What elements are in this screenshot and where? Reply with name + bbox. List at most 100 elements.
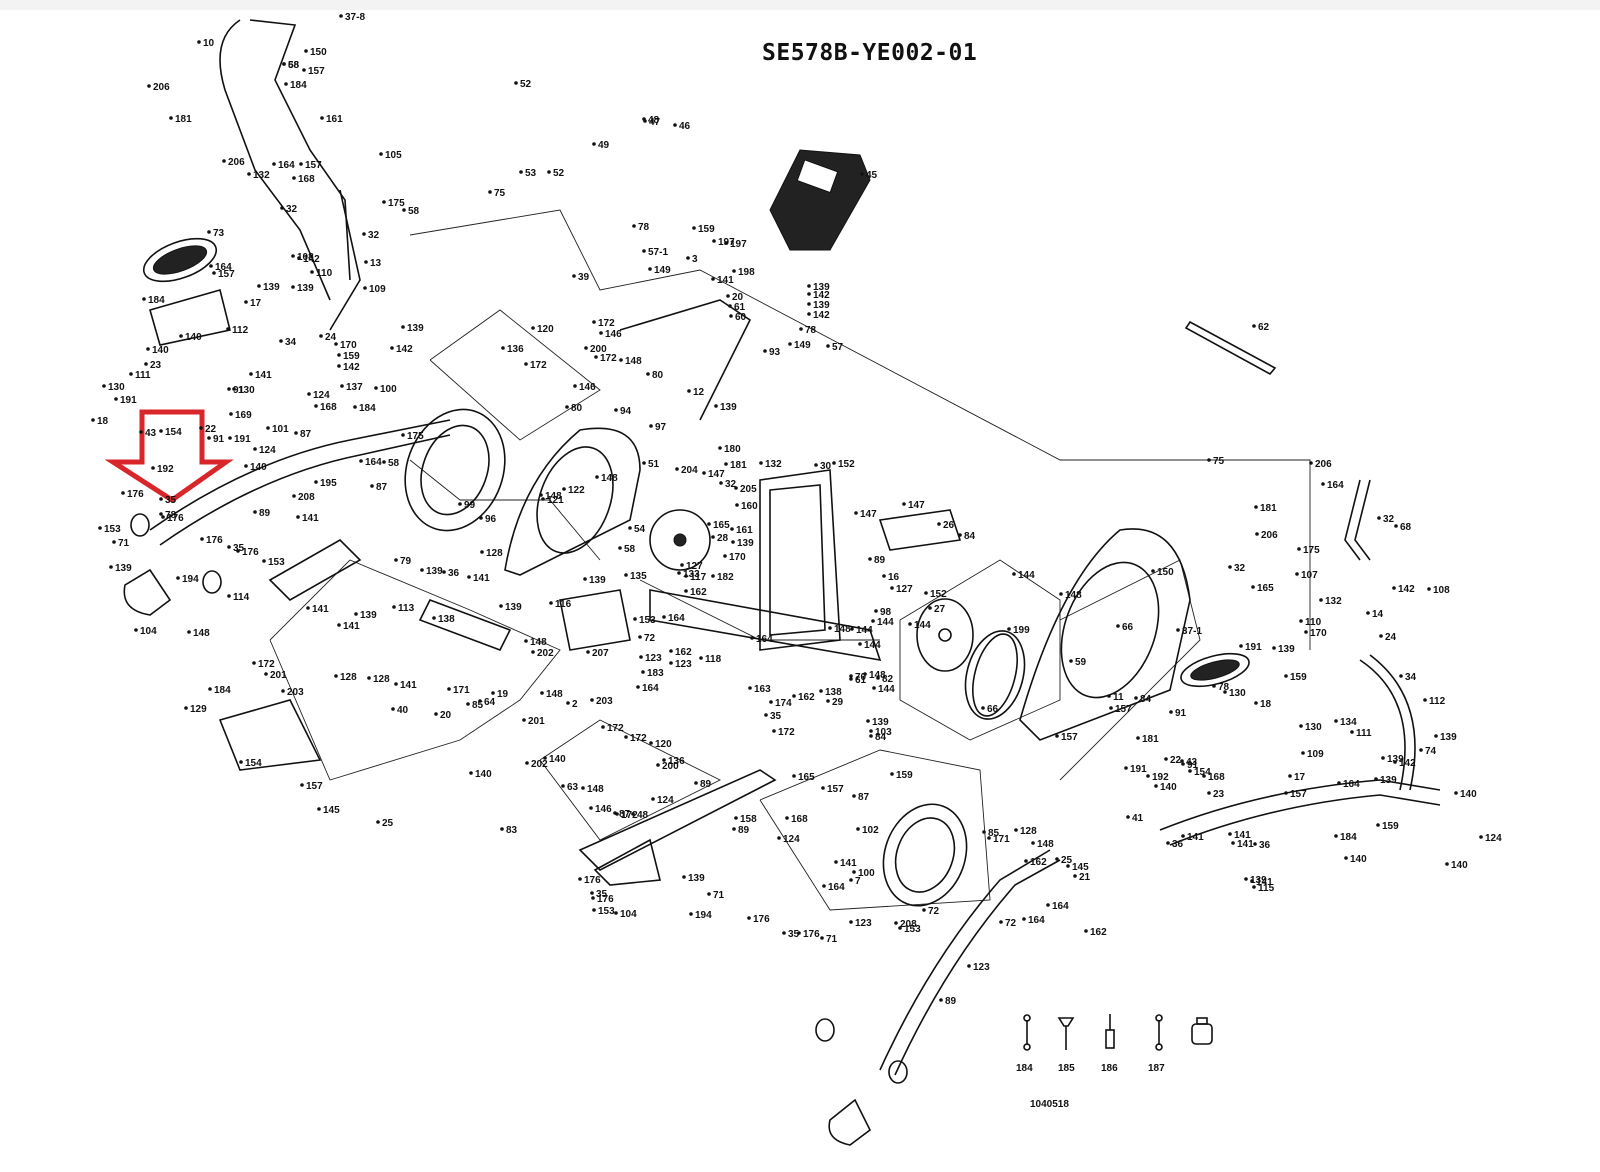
callout-dot <box>1394 524 1398 528</box>
callout-dot <box>675 467 679 471</box>
part-callout: 157 <box>305 160 322 171</box>
part-callout: 47 <box>649 117 661 128</box>
callout-dot <box>687 389 691 393</box>
part-callout: 91 <box>233 385 245 396</box>
callout-dot <box>624 573 628 577</box>
callout-dot <box>1366 611 1370 615</box>
part-callout: 197 <box>730 239 747 250</box>
part-callout: 142 <box>813 290 830 301</box>
part-callout: 171 <box>993 834 1010 845</box>
callout-dot <box>236 549 240 553</box>
callout-dot <box>434 712 438 716</box>
callout-dot <box>1031 841 1035 845</box>
callout-dot <box>142 297 146 301</box>
part-callout: 27 <box>934 604 946 615</box>
viewer-top-strip <box>0 0 1600 10</box>
part-callout: 184 <box>290 80 307 91</box>
part-callout: 118 <box>705 654 722 665</box>
callout-dot <box>304 49 308 53</box>
part-callout: 176 <box>597 894 614 905</box>
callout-dot <box>500 827 504 831</box>
callout-dot <box>592 320 596 324</box>
part-callout: 17 <box>250 298 262 309</box>
callout-dot <box>1228 565 1232 569</box>
callout-dot <box>306 606 310 610</box>
left-upper-handlebar <box>219 19 361 331</box>
callout-dot <box>1134 696 1138 700</box>
callout-dot <box>561 784 565 788</box>
callout-dot <box>852 794 856 798</box>
callout-dot <box>636 685 640 689</box>
part-callout: 89 <box>700 779 712 790</box>
callout-dot <box>294 431 298 435</box>
callout-dot <box>726 294 730 298</box>
callout-dot <box>866 719 870 723</box>
part-callout: 25 <box>1061 855 1073 866</box>
callout-dot <box>699 656 703 660</box>
callout-dot <box>227 545 231 549</box>
part-callout: 51 <box>648 459 660 470</box>
part-callout: 123 <box>973 962 990 973</box>
part-callout: 79 <box>400 556 412 567</box>
callout-dot <box>638 635 642 639</box>
callout-dot <box>928 606 932 610</box>
part-callout: 17 <box>1294 772 1306 783</box>
part-callout: 35 <box>165 495 177 506</box>
part-callout: 148 <box>530 637 547 648</box>
callout-dot <box>1059 592 1063 596</box>
part-callout: 144 <box>878 684 895 695</box>
callout-dot <box>272 162 276 166</box>
callout-dot <box>632 224 636 228</box>
callout-dot <box>797 931 801 935</box>
part-callout: 159 <box>896 770 913 781</box>
part-callout: 164 <box>756 634 773 645</box>
part-callout: 204 <box>681 465 698 476</box>
callout-dot <box>320 116 324 120</box>
pulleys <box>649 509 1026 720</box>
part-callout: 148 <box>193 628 210 639</box>
part-callout: 133 <box>683 569 700 580</box>
part-callout: 10 <box>203 38 215 49</box>
part-callout: 3 <box>692 254 698 265</box>
part-callout: 115 <box>1258 883 1275 894</box>
part-callout: 114 <box>233 592 250 603</box>
part-callout: 23 <box>150 360 162 371</box>
part-callout: 144 <box>877 617 894 628</box>
callout-dot <box>207 436 211 440</box>
callout-dot <box>337 353 341 357</box>
part-callout: 162 <box>1030 857 1047 868</box>
part-callout: 91 <box>213 434 225 445</box>
part-callout: 78 <box>1218 682 1230 693</box>
callout-dot <box>1272 646 1276 650</box>
callout-dot <box>1254 701 1258 705</box>
part-callout: 23 <box>1213 789 1225 800</box>
callout-dot <box>581 786 585 790</box>
part-callout: 89 <box>259 508 271 519</box>
callout-dot <box>540 691 544 695</box>
callout-dot <box>390 346 394 350</box>
part-callout: 141 <box>840 858 857 869</box>
part-callout: 172 <box>607 723 624 734</box>
callout-dot <box>524 639 528 643</box>
callout-dot <box>447 687 451 691</box>
part-callout: 141 <box>255 370 272 381</box>
part-callout: 165 <box>798 772 815 783</box>
callout-dot <box>747 916 751 920</box>
console <box>769 149 871 251</box>
callout-dot <box>227 387 231 391</box>
base-rails <box>559 589 777 886</box>
callout-dot <box>822 884 826 888</box>
part-callout: 170 <box>729 552 746 563</box>
callout-dot <box>1126 815 1130 819</box>
part-callout: 87 <box>376 482 388 493</box>
part-callout: 87 <box>619 809 631 820</box>
part-callout: 141 <box>312 604 329 615</box>
callout-dot <box>292 176 296 180</box>
part-callout: 191 <box>1130 764 1147 775</box>
callout-dot <box>1024 859 1028 863</box>
part-callout: 139 <box>1387 754 1404 765</box>
part-callout: 201 <box>270 670 287 681</box>
callout-dot <box>1181 834 1185 838</box>
callout-dot <box>735 503 739 507</box>
callout-dot <box>1244 877 1248 881</box>
